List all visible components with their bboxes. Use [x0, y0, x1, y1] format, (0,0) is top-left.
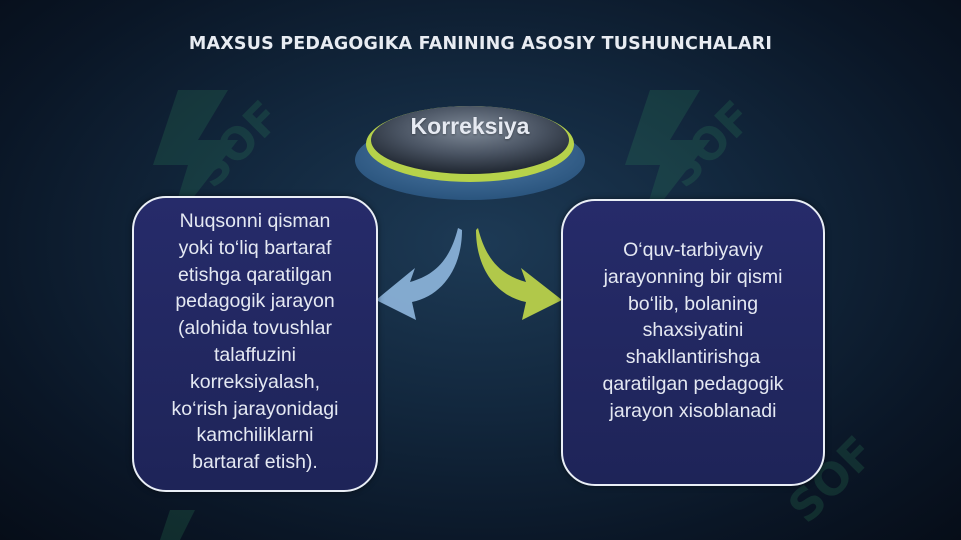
right-arrow-icon [476, 228, 562, 320]
page-title: MAXSUS PEDAGOGIKA FANINING ASOSIY TUSHUN… [188, 34, 773, 54]
watermark-logo-left: SOF [153, 90, 288, 230]
watermark-logo-bottom-left [160, 510, 195, 540]
watermark-logo-right: SOF [625, 90, 760, 230]
branch-arrows [376, 228, 562, 320]
right-definition-box: O‘quv-tarbiyaviy jarayonning bir qismi b… [561, 199, 825, 486]
center-node-ellipse [355, 106, 585, 200]
center-node-label: Korreksiya [410, 113, 530, 139]
left-definition-box: Nuqsonni qisman yoki to‘liq bartaraf eti… [132, 196, 378, 492]
left-arrow-icon [376, 228, 462, 320]
